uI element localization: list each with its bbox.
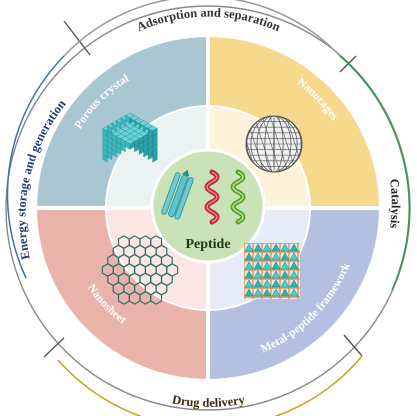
peptide-helices-icon [161, 169, 246, 225]
label-catalysis: Catalysis [387, 178, 403, 229]
arc-adsorption [63, 0, 341, 57]
ring-divider [343, 334, 363, 357]
ring-divider [43, 337, 65, 358]
hexagonal-sheet-icon [101, 235, 179, 305]
label-peptide: Peptide [185, 237, 230, 252]
arc-catalysis [339, 55, 411, 291]
mof-cube-icon [244, 243, 300, 299]
geodesic-sphere-icon [245, 115, 303, 173]
ring-divider [63, 20, 91, 56]
arc-energy [6, 55, 65, 279]
arc-drug-delivery [57, 355, 363, 416]
cubic-lattice-icon [102, 112, 158, 163]
label-drug-delivery: Drug delivery [171, 392, 246, 410]
